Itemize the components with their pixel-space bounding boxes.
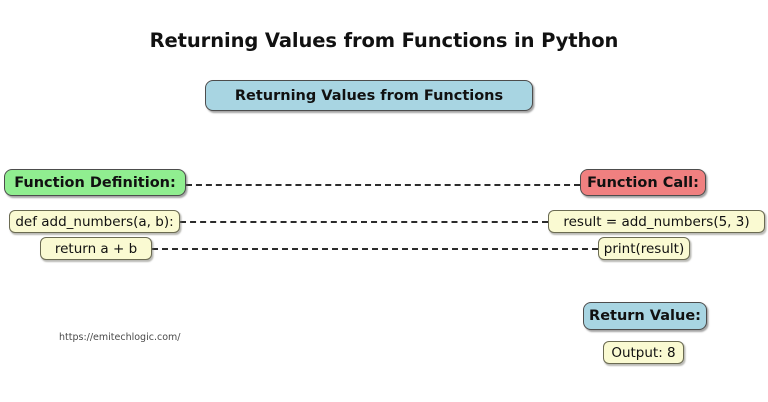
node-print-line-label: print(result) [603,240,685,257]
node-return-line-label: return a + b [54,240,138,257]
connector-return-link [152,248,598,250]
node-call-line: result = add_numbers(5, 3) [548,210,765,233]
node-def-line: def add_numbers(a, b): [9,210,180,233]
node-return-line: return a + b [40,237,152,260]
connector-header-link [186,184,580,186]
node-def-line-label: def add_numbers(a, b): [15,213,174,230]
page-title: Returning Values from Functions in Pytho… [149,29,619,52]
node-output-line: Output: 8 [603,341,684,364]
connector-def-link [180,221,548,223]
diagram-banner-label: Returning Values from Functions [234,87,504,104]
node-function-call-header: Function Call: [580,169,706,196]
node-function-definition-header: Function Definition: [4,169,186,196]
node-function-call-header-label: Function Call: [587,174,699,191]
node-return-value-header: Return Value: [583,302,707,330]
site-watermark: https://emitechlogic.com/ [59,332,181,343]
node-return-value-header-label: Return Value: [589,308,701,324]
node-output-line-label: Output: 8 [611,344,676,361]
node-function-definition-header-label: Function Definition: [14,174,176,191]
node-print-line: print(result) [598,237,690,260]
diagram-banner: Returning Values from Functions [205,80,533,111]
node-call-line-label: result = add_numbers(5, 3) [563,213,750,230]
